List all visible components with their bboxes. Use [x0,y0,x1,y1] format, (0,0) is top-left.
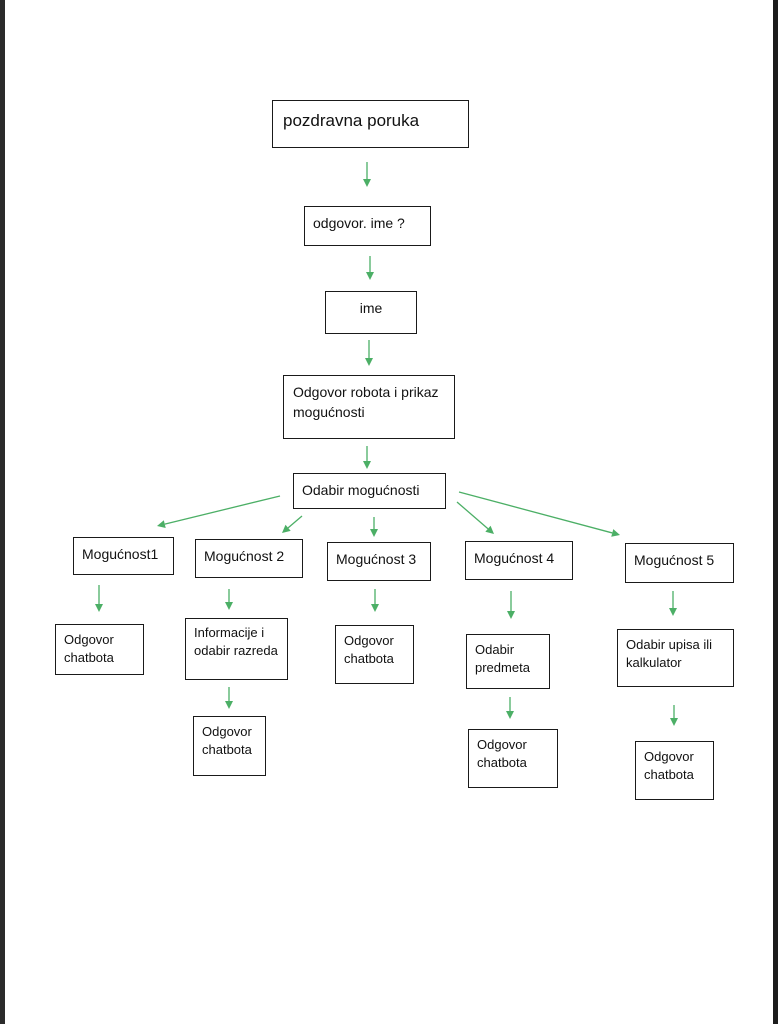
node-option-2: Mogućnost 2 [195,539,303,578]
node-option-1: Mogućnost1 [73,537,174,575]
node-option-1-reply: Odgovor chatbota [55,624,144,675]
node-option-4: Mogućnost 4 [465,541,573,580]
node-option-3-reply: Odgovor chatbota [335,625,414,684]
page-edge-shadow [773,0,778,1024]
node-robot-reply: Odgovor robota i prikaz mogućnosti [283,375,455,439]
node-option-5-reply: Odgovor chatbota [635,741,714,800]
node-option-3: Mogućnost 3 [327,542,431,581]
node-option-5-enroll: Odabir upisa ili kalkulator [617,629,734,687]
node-greeting: pozdravna poruka [272,100,469,148]
node-choose-option: Odabir mogućnosti [293,473,446,509]
document-page [5,0,773,1024]
node-option-2-info: Informacije i odabir razreda [185,618,288,680]
node-option-2-reply: Odgovor chatbota [193,716,266,776]
node-option-5: Mogućnost 5 [625,543,734,583]
node-ask-name: odgovor. ime ? [304,206,431,246]
node-option-4-reply: Odgovor chatbota [468,729,558,788]
node-option-4-subject: Odabir predmeta [466,634,550,689]
node-name: ime [325,291,417,334]
